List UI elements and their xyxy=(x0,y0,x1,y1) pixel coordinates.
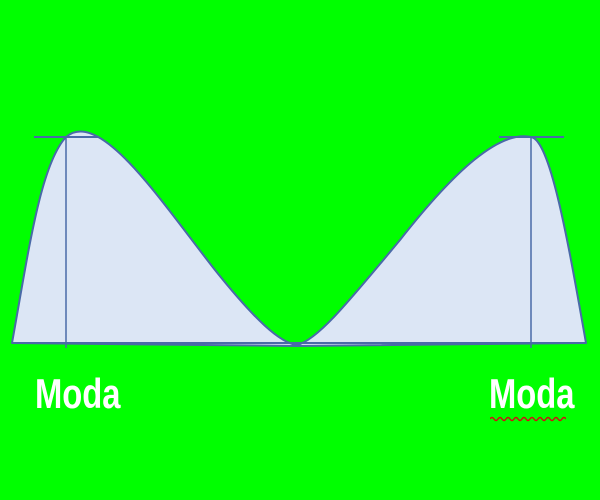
bimodal-curve xyxy=(11,130,587,347)
left-mode-label: Moda xyxy=(35,370,121,417)
right-mode-label: Moda xyxy=(489,370,575,417)
spellcheck-underline xyxy=(490,416,566,422)
